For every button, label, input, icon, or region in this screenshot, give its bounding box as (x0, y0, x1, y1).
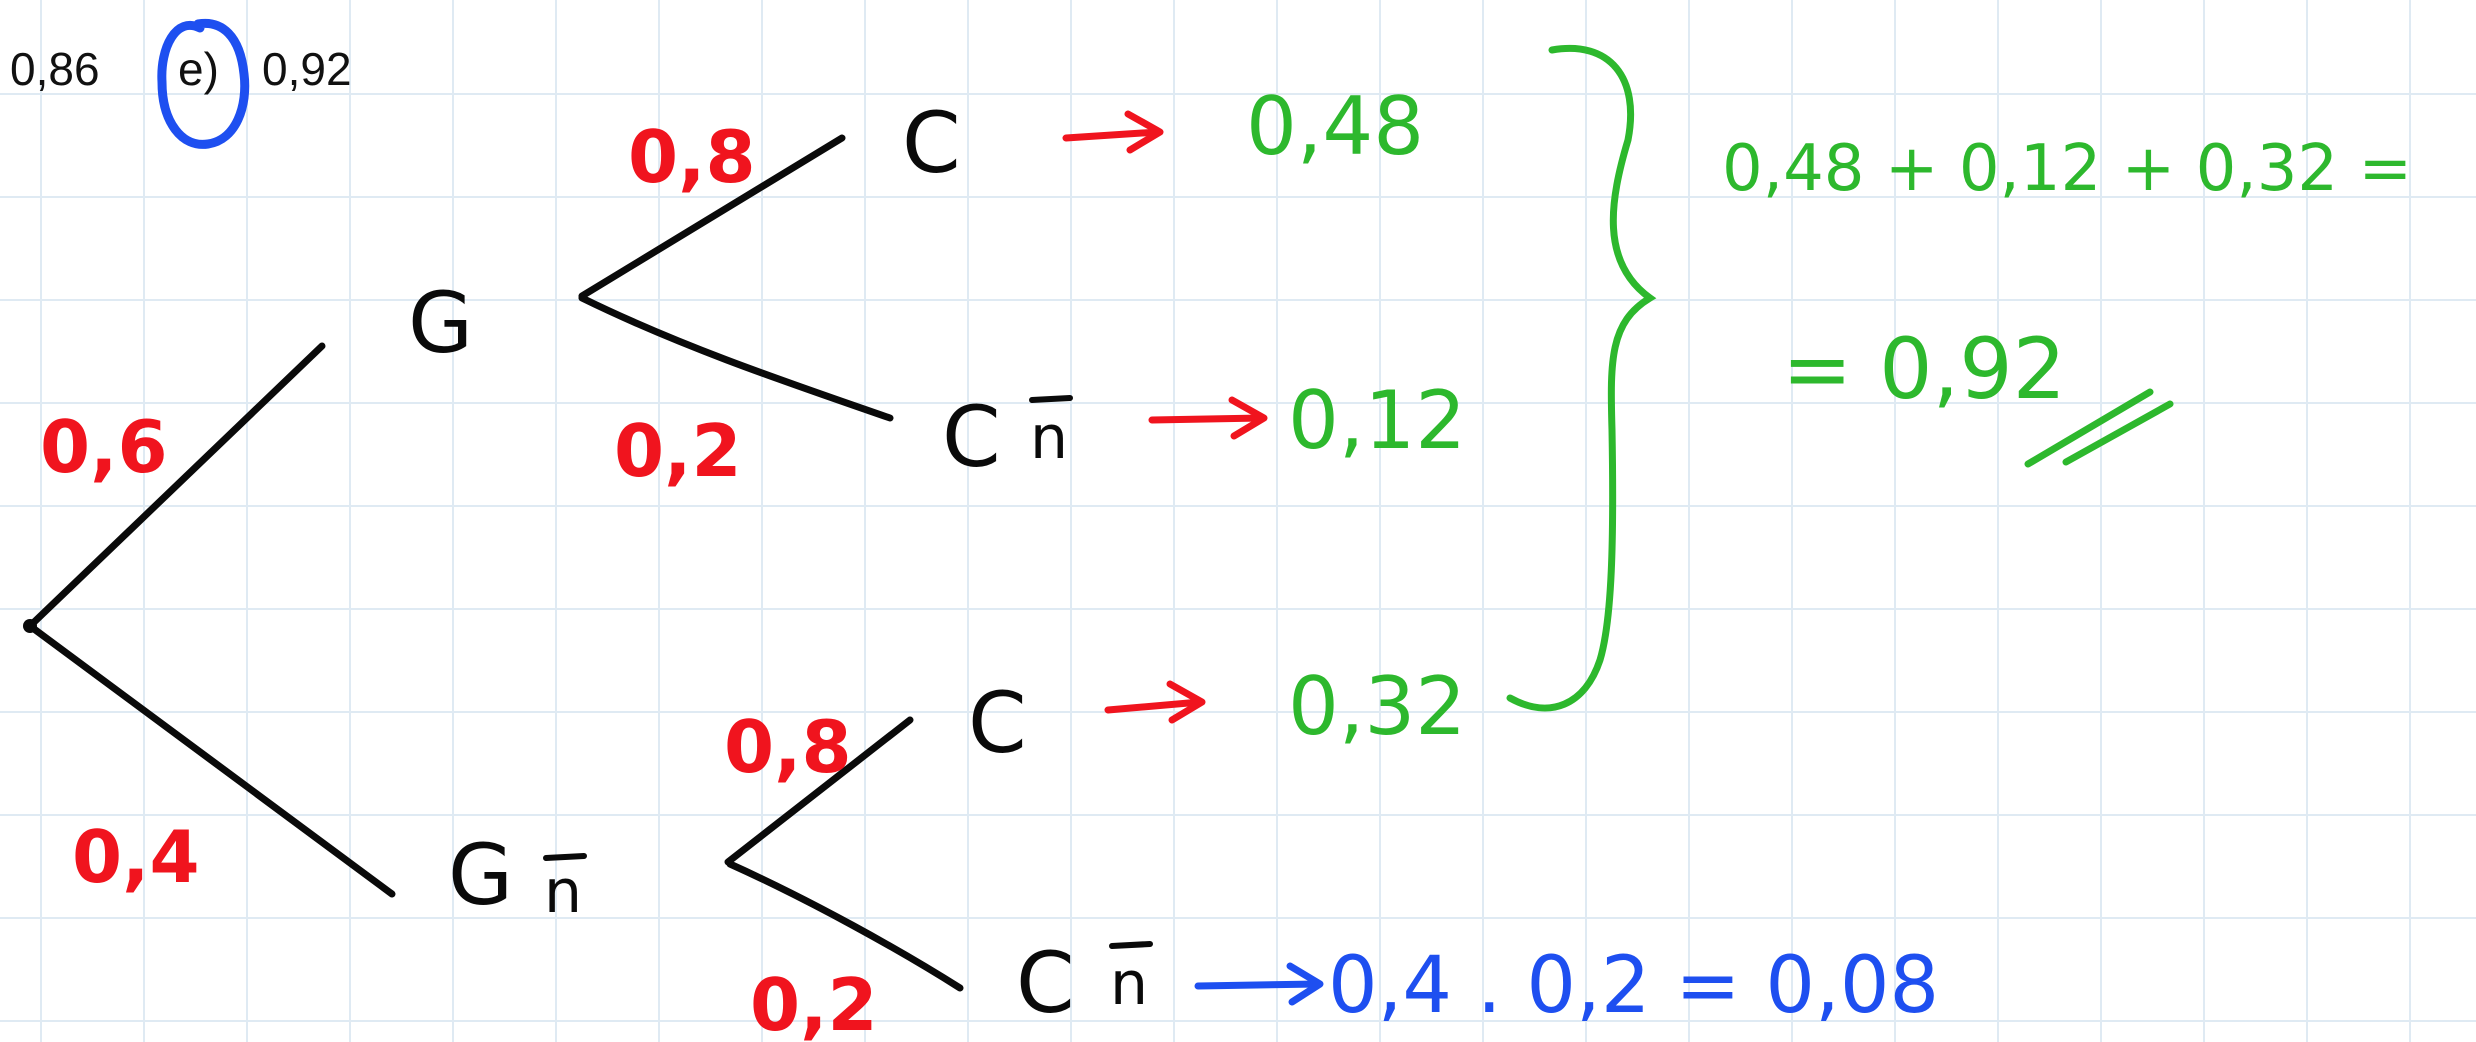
result-c-not-upper: 0,12 (1288, 374, 1466, 467)
branch-g-to-c-not (578, 294, 894, 422)
result-c-upper: 0,48 (1246, 80, 1424, 173)
branch-g-not-to-c (724, 716, 914, 866)
node-g-not: G (448, 826, 513, 924)
negation-bar-g (543, 853, 587, 861)
arrow-to-result-1 (1062, 110, 1164, 154)
sum-result: = 0,92 (1782, 320, 2066, 418)
node-c-not-lower: C (1016, 934, 1075, 1032)
negation-mark-c-lower: n (1110, 949, 1148, 1019)
node-c-upper: C (902, 94, 961, 192)
root-node (23, 619, 37, 633)
option-e-highlight-circle (157, 18, 250, 149)
prob-c-given-g: 0,8 (628, 115, 756, 199)
arrow-to-result-2 (1148, 396, 1268, 440)
option-e-value: 0,92 (262, 43, 352, 95)
arrow-to-calculation (1194, 962, 1324, 1006)
sum-expression: 0,48 + 0,12 + 0,32 = (1722, 132, 2412, 206)
arrow-to-result-3 (1104, 680, 1206, 724)
prob-g-not: 0,4 (72, 815, 200, 899)
node-g: G (408, 274, 473, 372)
prob-c-given-g-not: 0,8 (724, 705, 852, 789)
negation-mark-c-upper: n (1030, 403, 1068, 473)
prob-g: 0,6 (40, 405, 168, 489)
negation-bar-c-upper (1029, 395, 1073, 403)
option-e-letter: e) (178, 43, 219, 95)
result-double-underline (2024, 388, 2174, 468)
branch-g-not-to-c-not (726, 860, 964, 992)
result-c-lower: 0,32 (1288, 660, 1466, 753)
branch-root-to-g (26, 342, 326, 630)
option-d-value: 0,86 (10, 43, 100, 95)
branch-root-to-g-not (26, 622, 396, 898)
prob-c-not-given-g-not: 0,2 (750, 963, 878, 1042)
negation-mark-g: n (544, 857, 582, 927)
sum-brace (1506, 45, 1657, 712)
node-c-lower: C (968, 674, 1027, 772)
prob-c-not-given-g: 0,2 (614, 409, 742, 493)
node-c-not-upper: C (942, 388, 1001, 486)
calculation-c-not-lower: 0,4 . 0,2 = 0,08 (1328, 941, 1939, 1031)
negation-bar-c-lower (1109, 941, 1153, 949)
branch-g-to-c (578, 134, 846, 300)
